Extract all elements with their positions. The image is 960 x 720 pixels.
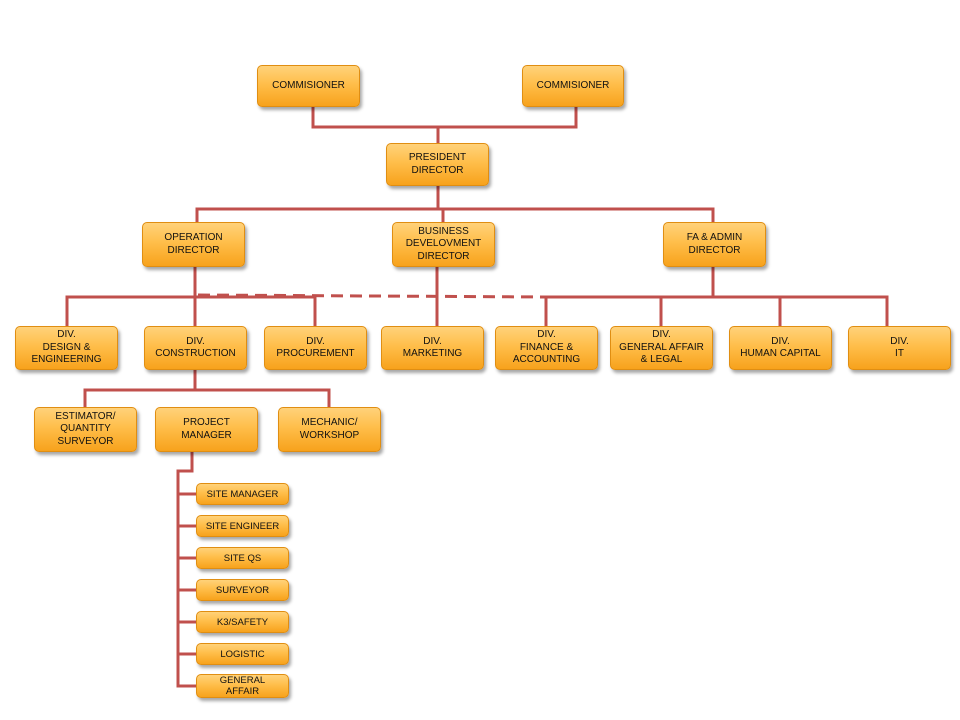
k3-safety-box: K3/SAFETY (196, 611, 289, 633)
operation-director-box: OPERATION DIRECTOR (142, 222, 245, 267)
logistic-box: LOGISTIC (196, 643, 289, 665)
site-engineer-box: SITE ENGINEER (196, 515, 289, 537)
business-development-director-box: BUSINESS DEVELOVMENT DIRECTOR (392, 222, 495, 267)
president-director-box: PRESIDENT DIRECTOR (386, 143, 489, 186)
div-marketing-box: DIV. MARKETING (381, 326, 484, 370)
connector-directors (195, 207, 715, 224)
connector-site-spine (176, 469, 198, 688)
div-general-affair-legal-box: DIV. GENERAL AFFAIR & LEGAL (610, 326, 713, 370)
estimator-quantity-surveyor-box: ESTIMATOR/ QUANTITY SURVEYOR (34, 407, 137, 452)
div-design-engineering-box: DIV. DESIGN & ENGINEERING (15, 326, 118, 370)
fa-admin-director-box: FA & ADMIN DIRECTOR (663, 222, 766, 267)
project-manager-box: PROJECT MANAGER (155, 407, 258, 452)
site-qs-box: SITE QS (196, 547, 289, 569)
connector-fa-divisions (544, 295, 889, 328)
connector-dashed-coordination (197, 293, 547, 299)
mechanic-workshop-box: MECHANIC/ WORKSHOP (278, 407, 381, 452)
div-construction-box: DIV. CONSTRUCTION (144, 326, 247, 370)
div-procurement-box: DIV. PROCUREMENT (264, 326, 367, 370)
surveyor-box: SURVEYOR (196, 579, 289, 601)
div-finance-accounting-box: DIV. FINANCE & ACCOUNTING (495, 326, 598, 370)
connector-commissioners (311, 105, 578, 129)
connector-construction-units (83, 388, 331, 409)
commissioner-box-1: COMMISIONER (257, 65, 360, 107)
div-human-capital-box: DIV. HUMAN CAPITAL (729, 326, 832, 370)
site-manager-box: SITE MANAGER (196, 483, 289, 505)
general-affair-box: GENERAL AFFAIR (196, 674, 289, 698)
connector-operation-divisions (65, 295, 317, 328)
div-it-box: DIV. IT (848, 326, 951, 370)
commissioner-box-2: COMMISIONER (522, 65, 624, 107)
